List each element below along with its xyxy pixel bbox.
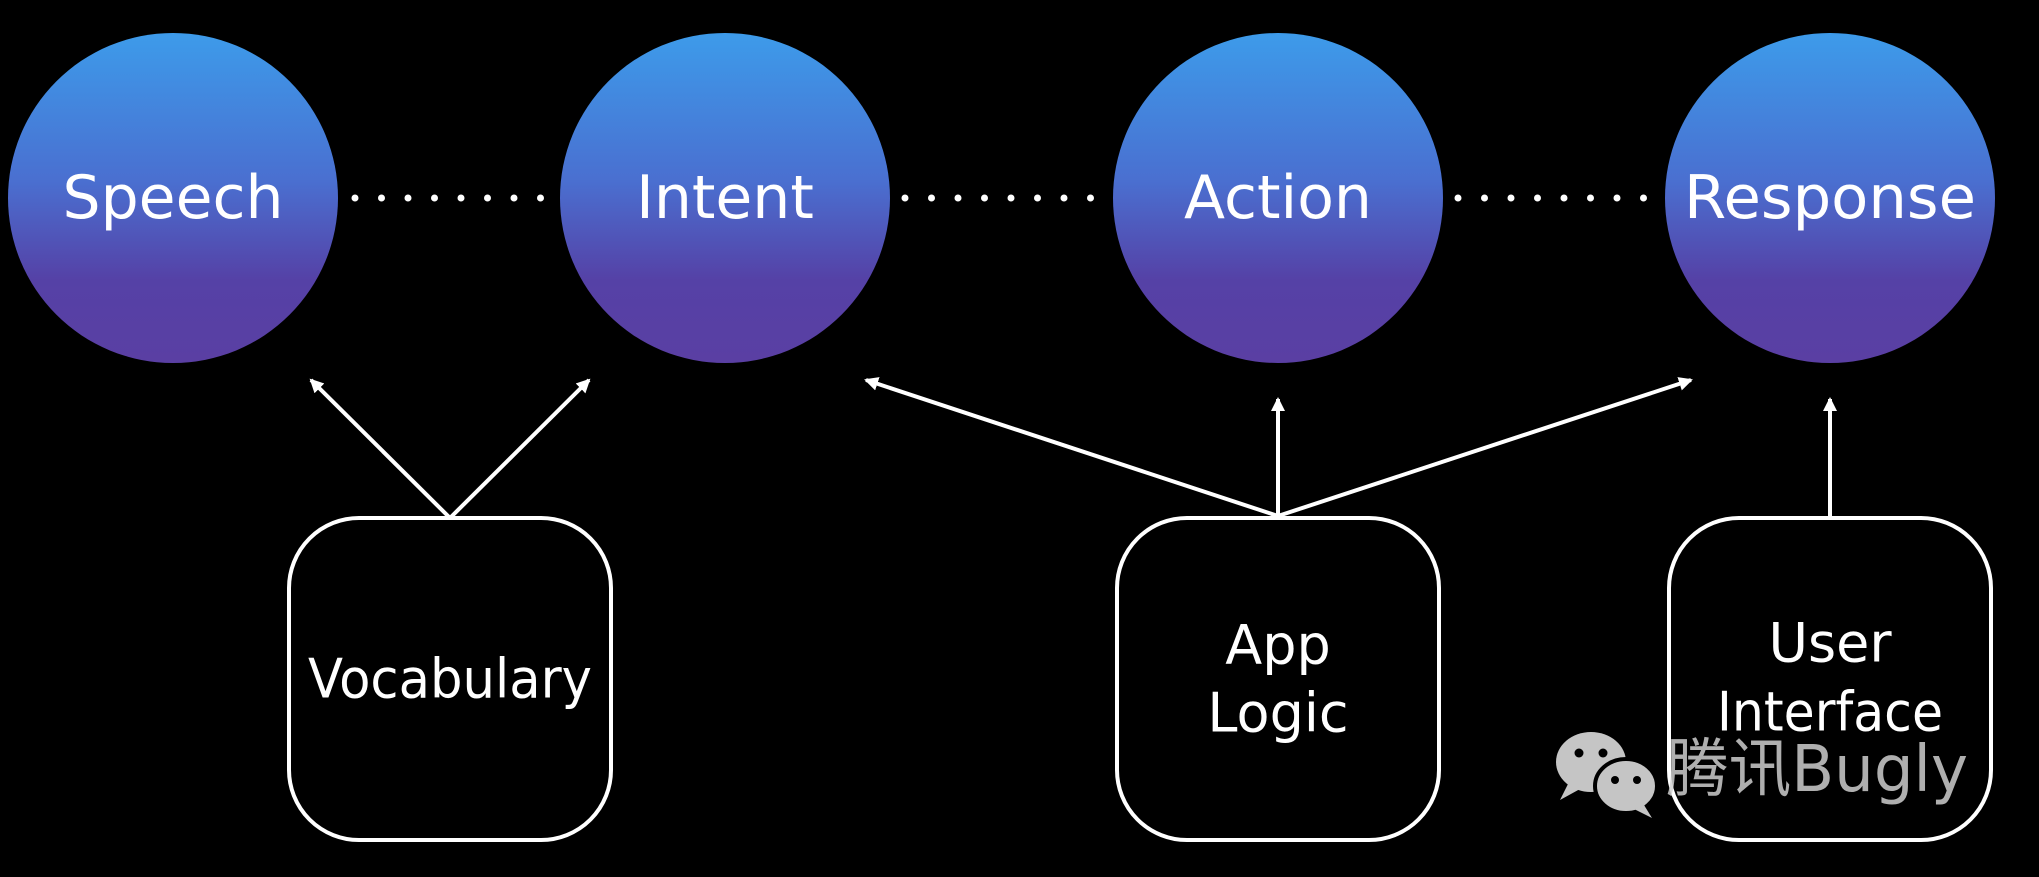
stage-action: Action (1113, 33, 1443, 363)
box-label-app: App (1225, 614, 1331, 677)
stage-circle-intent (560, 33, 890, 363)
arrow-vocabulary-to-intent (448, 378, 591, 520)
box-label-vocabulary: Vocabulary (308, 648, 592, 711)
stage-circle-speech (8, 33, 338, 363)
wechat-icon (1556, 732, 1659, 818)
box-frame-app-logic (1115, 516, 1441, 842)
stage-circle-response (1665, 33, 1995, 363)
box-label-user: User (1768, 612, 1892, 675)
stage-circle-action (1113, 33, 1443, 363)
box-user-interface: User Interface (1667, 516, 1993, 842)
box-app-logic: App Logic (1115, 516, 1441, 842)
watermark: 腾讯Bugly (1556, 732, 1968, 818)
arrow-app-logic-to-intent (864, 377, 1279, 518)
box-vocabulary: Vocabulary (287, 516, 613, 842)
box-label-logic: Logic (1207, 682, 1348, 745)
box-frame-vocabulary (287, 516, 613, 842)
box-frame-user-interface (1667, 516, 1993, 842)
stage-response: Response (1665, 33, 1995, 363)
stage-label-response: Response (1684, 163, 1976, 233)
stage-label-speech: Speech (62, 163, 283, 233)
arrows (309, 377, 1837, 520)
watermark-text: 腾讯Bugly (1666, 733, 1968, 807)
arrow-app-logic-to-response (1277, 377, 1693, 518)
box-label-interface: Interface (1717, 681, 1943, 744)
stage-label-action: Action (1184, 163, 1372, 233)
stage-label-intent: Intent (636, 163, 814, 233)
arrow-vocabulary-to-speech (309, 378, 452, 520)
stage-intent: Intent (560, 33, 890, 363)
stage-speech: Speech (8, 33, 338, 363)
